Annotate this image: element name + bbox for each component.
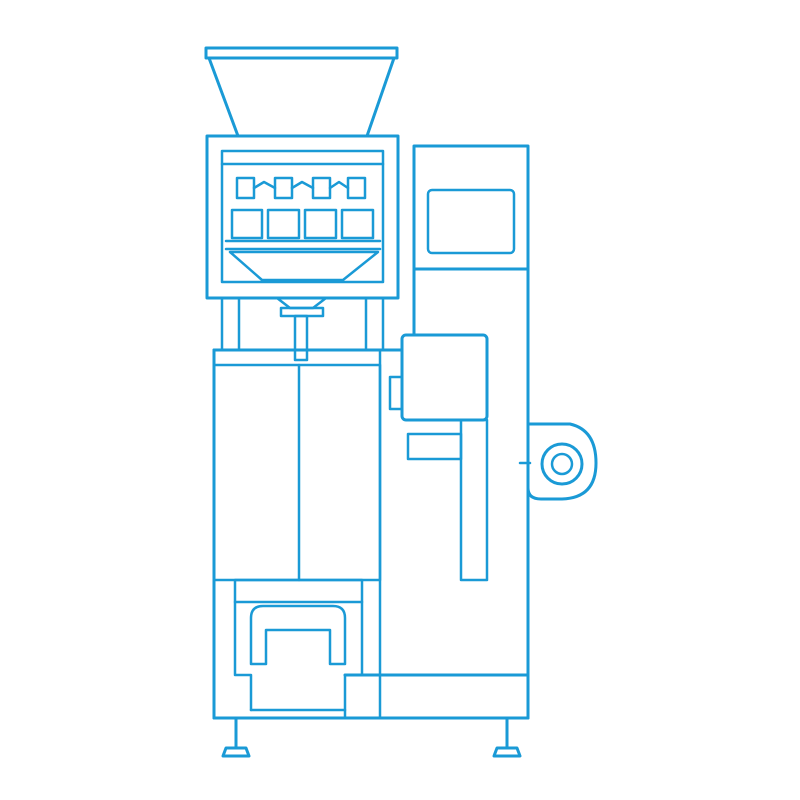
weigh-bucket-3 (303, 208, 338, 240)
feed-bucket-1 (235, 176, 256, 200)
drive-knob (388, 375, 404, 411)
foot-right-pad (492, 746, 522, 758)
weigher-frame (205, 134, 400, 300)
door-panel (212, 363, 382, 582)
leveling-feet (221, 716, 522, 758)
bucket-link-3 (328, 180, 350, 190)
support-post-right (364, 296, 385, 352)
control-cabinet (412, 144, 530, 677)
hmi-screen (426, 188, 516, 255)
film-drive (388, 333, 489, 582)
sealing-jaw (249, 604, 347, 666)
cabinet-upper (412, 144, 530, 271)
weigher-window (220, 149, 385, 284)
bucket-link-2 (290, 180, 315, 190)
weigh-bucket-1 (230, 208, 264, 240)
foot-left-pad (221, 746, 251, 758)
feed-bucket-2 (273, 176, 294, 200)
weigh-bucket-4 (340, 208, 375, 240)
base-platform (212, 673, 530, 720)
neck-tube (293, 314, 309, 362)
film-roll-hub (550, 452, 574, 476)
discharge-neck (275, 296, 328, 362)
roll-bracket (526, 422, 598, 501)
sealer-left-post (233, 600, 253, 712)
machine-outline-group (204, 46, 598, 758)
forming-doors (212, 363, 382, 582)
feed-bucket-3 (311, 176, 332, 200)
collecting-chute (228, 250, 380, 282)
drive-arm (459, 418, 489, 582)
sealer-right-post (343, 600, 364, 677)
feed-bucket-4 (346, 176, 367, 200)
body-frame (212, 348, 404, 720)
support-post-left (220, 296, 241, 352)
drive-housing (400, 333, 489, 422)
film-roll-holder (518, 422, 598, 501)
sealer-unit (233, 578, 364, 720)
bucket-link-1 (252, 180, 277, 190)
feed-hopper (204, 46, 399, 138)
weigher-head (205, 134, 400, 300)
sealer-top-bar (233, 578, 364, 604)
weigh-bucket-2 (266, 208, 301, 240)
drive-bracket (406, 432, 463, 461)
hopper-funnel (207, 56, 396, 138)
film-roll-outer (540, 442, 584, 486)
